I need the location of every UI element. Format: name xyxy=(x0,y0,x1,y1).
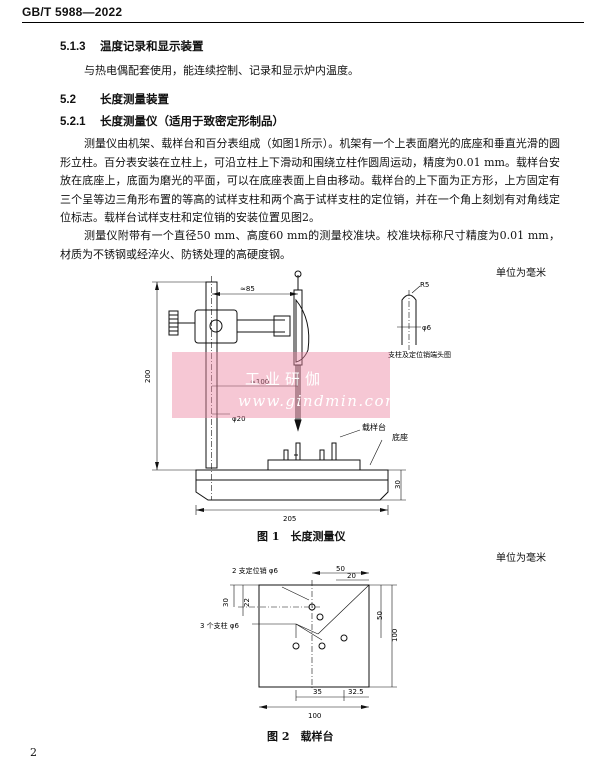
header-rule xyxy=(22,22,584,23)
dim-200: 200 xyxy=(144,370,152,383)
section-number: 5.1.3 xyxy=(60,41,86,53)
section-title: 长度测量装置 xyxy=(100,92,169,106)
unit-note-fig1: 单位为毫米 xyxy=(496,268,546,279)
base-label: 底座 xyxy=(392,432,408,442)
paragraph-5-2-1-b: 测量仪附带有一个直径50 mm、高度60 mm的测量校准块。校准块标称尺寸精度为… xyxy=(60,229,560,261)
pin-detail-label: 支柱及定位销端头图 xyxy=(388,350,451,359)
watermark-band xyxy=(172,352,390,418)
page-number: 2 xyxy=(30,746,37,759)
dim-30: 30 xyxy=(394,480,402,489)
dim-100-bottom: 100 xyxy=(308,712,321,720)
dim-50-right: 50 xyxy=(376,611,384,620)
paragraph-5-1-3: 与热电偶配套使用，能连续控制、记录和显示炉内温度。 xyxy=(84,64,359,77)
figure-2-caption: 图 2 载样台 xyxy=(267,730,334,743)
section-5-1-3-heading: 5.1.3 温度记录和显示装置 xyxy=(60,38,204,54)
dim-phi-6: φ6 xyxy=(422,324,432,332)
section-number: 5.2.1 xyxy=(60,116,86,128)
section-title: 温度记录和显示装置 xyxy=(100,39,204,53)
posts-label: 3 个支柱 φ6 xyxy=(200,621,240,630)
dim-35: 35 xyxy=(313,688,322,696)
section-number: 5.2 xyxy=(60,94,76,106)
pins-label: 2 支定位销 φ6 xyxy=(232,566,279,575)
section-5-2-heading: 5.2 长度测量装置 xyxy=(60,91,169,107)
watermark-text-cn: 工业研伽 xyxy=(245,370,326,388)
section-title: 长度测量仪（适用于致密定形制品） xyxy=(100,114,284,128)
standard-code: GB/T 5988—2022 xyxy=(22,5,123,19)
figure-1-caption: 图 1 长度测量仪 xyxy=(257,530,346,543)
dim-100-right: 100 xyxy=(391,629,399,642)
stage-label: 载样台 xyxy=(362,422,386,432)
dim-100: ≈100 xyxy=(250,378,269,386)
watermark-text-url: www.gindmin.com xyxy=(238,392,401,410)
dim-85: ≈85 xyxy=(240,285,255,293)
dim-r5: R5 xyxy=(420,281,429,289)
stage-outline xyxy=(258,584,370,688)
dim-50-top: 50 xyxy=(336,565,345,573)
dim-22: 22 xyxy=(243,598,251,607)
section-5-2-1-heading: 5.2.1 长度测量仪（适用于致密定形制品） xyxy=(60,113,284,129)
dim-20: 20 xyxy=(347,572,356,580)
paragraph-5-2-1-a: 测量仪由机架、载样台和百分表组成（如图1所示）。机架有一个上表面磨光的底座和垂直… xyxy=(60,137,560,224)
dim-205: 205 xyxy=(283,515,296,523)
dim-32-5: 32.5 xyxy=(348,688,364,696)
dim-30: 30 xyxy=(222,598,230,607)
unit-note-fig2: 单位为毫米 xyxy=(496,553,546,564)
dim-phi-20: φ20 xyxy=(232,415,246,423)
